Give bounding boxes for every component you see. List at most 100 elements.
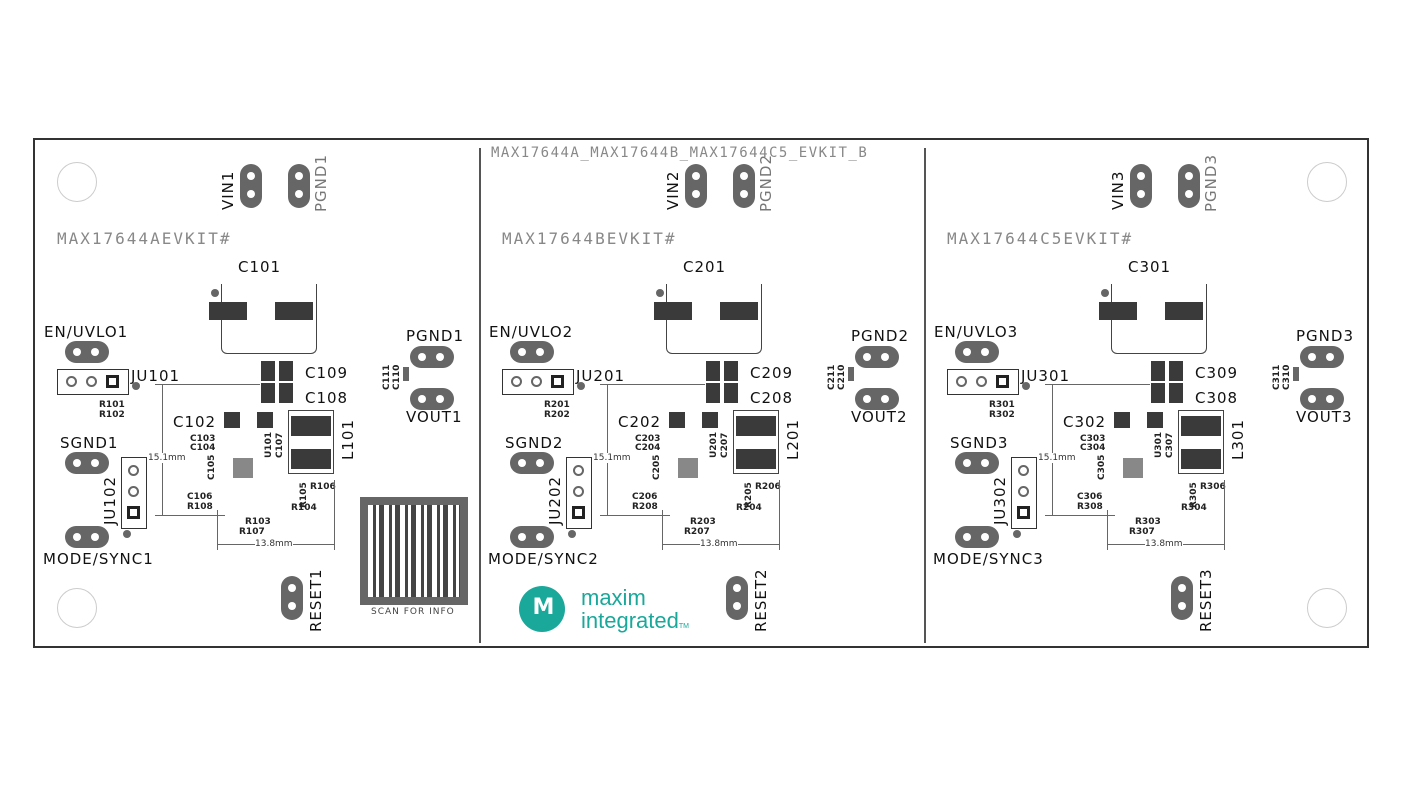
mode-pad[interactable] bbox=[65, 526, 109, 548]
en-label: EN/UVLO3 bbox=[934, 323, 1019, 341]
jumper-a[interactable] bbox=[57, 369, 129, 395]
inductor-pad-bottom bbox=[291, 449, 331, 469]
dim-v-bottom bbox=[155, 515, 225, 516]
sgnd-label: SGND3 bbox=[950, 434, 1009, 452]
jumper-a[interactable] bbox=[947, 369, 1019, 395]
c-small-a-label: C211 bbox=[827, 364, 837, 390]
c-b-label: C104 bbox=[190, 443, 216, 453]
u-label: U201 bbox=[709, 431, 719, 458]
c-out-a-label: C109 bbox=[305, 364, 349, 382]
pgnd-right-pad[interactable] bbox=[1300, 346, 1344, 368]
c-main-pad-1 bbox=[1114, 412, 1130, 428]
inductor-label: L201 bbox=[784, 419, 802, 460]
c-small-a-label: C111 bbox=[382, 364, 392, 390]
en-pad[interactable] bbox=[65, 341, 109, 363]
c-out-a-pad-1 bbox=[261, 361, 275, 381]
jumper-b[interactable] bbox=[1011, 457, 1037, 529]
c-out-a-pad-2 bbox=[279, 361, 293, 381]
cin-pad-right bbox=[275, 302, 313, 320]
jumper-a-pin1-dot bbox=[132, 382, 140, 390]
jumper-a[interactable] bbox=[502, 369, 574, 395]
r3-label: R108 bbox=[187, 502, 213, 512]
jumper-b[interactable] bbox=[121, 457, 147, 529]
pcb-board: MAX17644A_MAX17644B_MAX17644C5_EVKIT_B S… bbox=[33, 138, 1369, 648]
dim-h-left bbox=[217, 510, 218, 550]
vout-pad[interactable] bbox=[855, 388, 899, 410]
pgnd-right-label: PGND1 bbox=[406, 327, 464, 345]
cin-pad-right bbox=[1165, 302, 1203, 320]
evkit-section-3: MAX17644C5EVKIT# VIN3 PGND3 C301 EN/UVLO… bbox=[925, 140, 1370, 646]
c-out-a-label: C309 bbox=[1195, 364, 1239, 382]
inductor-pad-bottom bbox=[736, 449, 776, 469]
cin-pad-right bbox=[720, 302, 758, 320]
c-small-pad bbox=[403, 367, 409, 381]
vout-pad[interactable] bbox=[1300, 388, 1344, 410]
dim-v-line bbox=[162, 384, 163, 516]
mounting-hole-top-right bbox=[1307, 162, 1347, 202]
mode-pad[interactable] bbox=[955, 526, 999, 548]
r5-label: R206 bbox=[755, 482, 781, 492]
vout-label: VOUT3 bbox=[1296, 408, 1353, 426]
pgnd-top-pad[interactable] bbox=[288, 164, 310, 208]
sgnd-pad[interactable] bbox=[65, 452, 109, 474]
dim-v-text: 15.1mm bbox=[148, 453, 186, 463]
section-divider-1 bbox=[479, 148, 481, 643]
reset-pad[interactable] bbox=[1171, 576, 1193, 620]
board-title: MAX17644A_MAX17644B_MAX17644C5_EVKIT_B bbox=[491, 145, 869, 161]
en-pad[interactable] bbox=[955, 341, 999, 363]
r1-label: R201 bbox=[544, 400, 570, 410]
c-c-label: C105 bbox=[207, 454, 217, 480]
c-out-a-pad-2 bbox=[1169, 361, 1183, 381]
jumper-b-label: JU302 bbox=[991, 475, 1009, 525]
pgnd-right-label: PGND3 bbox=[1296, 327, 1354, 345]
dim-h-text: 13.8mm bbox=[255, 539, 293, 549]
vin-pad[interactable] bbox=[1130, 164, 1152, 208]
inductor-label: L301 bbox=[1229, 419, 1247, 460]
dim-v-bottom bbox=[600, 515, 670, 516]
reset-label: RESET3 bbox=[1197, 568, 1215, 632]
inductor-pad-top bbox=[1181, 416, 1221, 436]
r7-label: R203 bbox=[690, 517, 716, 527]
pgnd-right-label: PGND2 bbox=[851, 327, 909, 345]
u-label: U101 bbox=[264, 431, 274, 458]
reset-pad[interactable] bbox=[726, 576, 748, 620]
reset-pad[interactable] bbox=[281, 576, 303, 620]
c-d-label: C307 bbox=[1165, 432, 1175, 458]
pgnd-top-pad[interactable] bbox=[1178, 164, 1200, 208]
sgnd-pad[interactable] bbox=[510, 452, 554, 474]
dim-h-right bbox=[334, 480, 335, 550]
cin-pad-left bbox=[654, 302, 692, 320]
c-small-pad bbox=[1293, 367, 1299, 381]
r8-label: R207 bbox=[684, 527, 710, 537]
pgnd-right-pad[interactable] bbox=[855, 346, 899, 368]
c-out-b-label: C108 bbox=[305, 389, 349, 407]
en-pad[interactable] bbox=[510, 341, 554, 363]
sgnd-pad[interactable] bbox=[955, 452, 999, 474]
jumper-b-pin1-dot bbox=[1013, 530, 1021, 538]
kit-name: MAX17644AEVKIT# bbox=[57, 229, 232, 248]
mode-label: MODE/SYNC2 bbox=[488, 550, 599, 568]
pgnd-top-pad[interactable] bbox=[733, 164, 755, 208]
pgnd-right-pad[interactable] bbox=[410, 346, 454, 368]
reset-label: RESET1 bbox=[307, 568, 325, 632]
c-b-label: C304 bbox=[1080, 443, 1106, 453]
qr-caption: SCAN FOR INFO bbox=[371, 607, 455, 617]
jumper-b-label: JU102 bbox=[101, 475, 119, 525]
logo-text: maxim integratedTM bbox=[581, 586, 689, 638]
r7-label: R303 bbox=[1135, 517, 1161, 527]
pgnd-top-label: PGND1 bbox=[312, 154, 330, 212]
dim-v-top bbox=[1045, 384, 1150, 385]
c-c-label: C305 bbox=[1097, 454, 1107, 480]
section-divider-2 bbox=[924, 148, 926, 643]
vout-pad[interactable] bbox=[410, 388, 454, 410]
vin-pad[interactable] bbox=[240, 164, 262, 208]
cin-polarity-dot bbox=[656, 289, 664, 297]
mode-pad[interactable] bbox=[510, 526, 554, 548]
vin-pad[interactable] bbox=[685, 164, 707, 208]
c-d-label: C207 bbox=[720, 432, 730, 458]
jumper-a-pin1-dot bbox=[1022, 382, 1030, 390]
u-label: U301 bbox=[1154, 431, 1164, 458]
en-label: EN/UVLO2 bbox=[489, 323, 574, 341]
jumper-b[interactable] bbox=[566, 457, 592, 529]
kit-name: MAX17644BEVKIT# bbox=[502, 229, 677, 248]
